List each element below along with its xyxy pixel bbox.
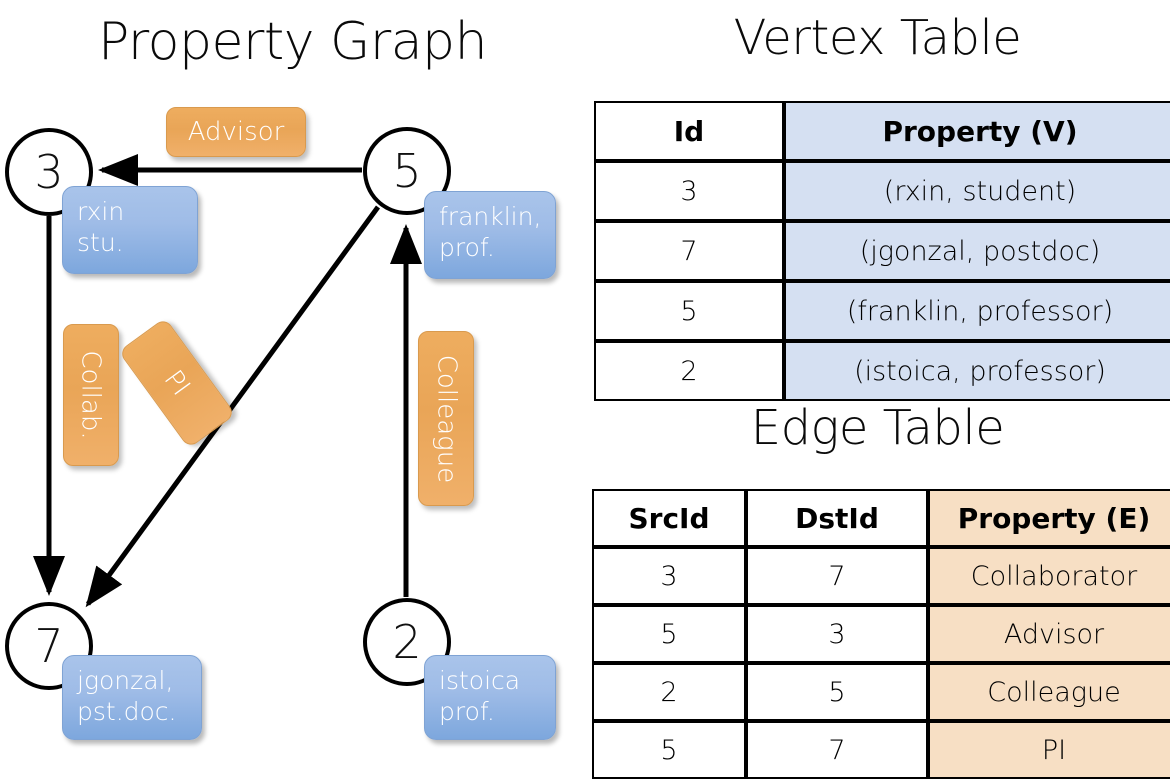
table-row[interactable]: 2 5 Colleague bbox=[592, 663, 1170, 721]
edge-cell-dstid: 7 bbox=[746, 547, 928, 605]
graph-node-5[interactable]: 5 bbox=[363, 127, 451, 215]
graph-node-3-label: 3 bbox=[34, 145, 64, 199]
edge-label-advisor-text: Advisor bbox=[187, 117, 285, 147]
edge-table-header-property: Property (E) bbox=[928, 489, 1170, 547]
edge-cell-property: Advisor bbox=[928, 605, 1170, 663]
graph-node-5-label: 5 bbox=[392, 144, 422, 198]
vertex-property-box-3: rxin stu. bbox=[62, 186, 198, 274]
edge-table-header-srcid: SrcId bbox=[592, 489, 746, 547]
vertex-cell-id: 5 bbox=[594, 281, 784, 341]
vertex-table-header-row: Id Property (V) bbox=[594, 101, 1170, 161]
table-row[interactable]: 2 (istoica, professor) bbox=[594, 341, 1170, 401]
edge-label-collab: Collab. bbox=[63, 324, 119, 466]
edge-label-collab-text: Collab. bbox=[76, 350, 106, 440]
page-title-edge-table: Edge Table bbox=[750, 400, 1005, 456]
edge-cell-dstid: 5 bbox=[746, 663, 928, 721]
vertex-cell-property: (rxin, student) bbox=[784, 161, 1170, 221]
vertex-cell-property: (istoica, professor) bbox=[784, 341, 1170, 401]
edge-table-header-row: SrcId DstId Property (E) bbox=[592, 489, 1170, 547]
table-row[interactable]: 3 7 Collaborator bbox=[592, 547, 1170, 605]
graph-node-2[interactable]: 2 bbox=[363, 598, 451, 686]
table-row[interactable]: 5 (franklin, professor) bbox=[594, 281, 1170, 341]
vertex-cell-id: 2 bbox=[594, 341, 784, 401]
vertex-property-box-5: franklin, prof. bbox=[424, 191, 556, 279]
graph-edge-lines bbox=[33, 154, 422, 608]
edge-cell-property: Collaborator bbox=[928, 547, 1170, 605]
edge-label-pi-text: PI bbox=[157, 364, 196, 402]
edge-label-advisor: Advisor bbox=[166, 107, 306, 157]
vertex-cell-property: (franklin, professor) bbox=[784, 281, 1170, 341]
edge-cell-dstid: 7 bbox=[746, 721, 928, 779]
graph-node-2-label: 2 bbox=[392, 615, 422, 669]
page-title-vertex-table: Vertex Table bbox=[733, 10, 1022, 66]
edge-label-colleague: Colleague bbox=[418, 331, 474, 506]
vertex-table: Id Property (V) 3 (rxin, student) 7 (jgo… bbox=[594, 101, 1170, 401]
table-row[interactable]: 3 (rxin, student) bbox=[594, 161, 1170, 221]
table-row[interactable]: 7 (jgonzal, postdoc) bbox=[594, 221, 1170, 281]
edge-line-5-to-7 bbox=[85, 205, 381, 608]
vertex-table-header-id: Id bbox=[594, 101, 784, 161]
edge-cell-dstid: 3 bbox=[746, 605, 928, 663]
edge-cell-srcid: 5 bbox=[592, 605, 746, 663]
property-graph-diagram: 3 5 7 2 rxin stu. franklin, prof. jgonza… bbox=[0, 0, 585, 760]
edge-cell-srcid: 2 bbox=[592, 663, 746, 721]
edge-cell-property: PI bbox=[928, 721, 1170, 779]
vertex-cell-id: 3 bbox=[594, 161, 784, 221]
page-title-property-graph: Property Graph bbox=[97, 12, 488, 72]
vertex-table-header-property: Property (V) bbox=[784, 101, 1170, 161]
edge-table-header-dstid: DstId bbox=[746, 489, 928, 547]
table-row[interactable]: 5 7 PI bbox=[592, 721, 1170, 779]
table-row[interactable]: 5 3 Advisor bbox=[592, 605, 1170, 663]
vertex-property-box-7: jgonzal, pst.doc. bbox=[62, 655, 202, 740]
edge-cell-property: Colleague bbox=[928, 663, 1170, 721]
edge-label-colleague-text: Colleague bbox=[431, 354, 462, 483]
vertex-cell-property: (jgonzal, postdoc) bbox=[784, 221, 1170, 281]
edge-table: SrcId DstId Property (E) 3 7 Collaborato… bbox=[592, 489, 1170, 779]
edge-cell-srcid: 3 bbox=[592, 547, 746, 605]
graph-node-7-label: 7 bbox=[34, 619, 64, 673]
edge-cell-srcid: 5 bbox=[592, 721, 746, 779]
vertex-property-box-2: istoica prof. bbox=[424, 655, 556, 740]
vertex-cell-id: 7 bbox=[594, 221, 784, 281]
